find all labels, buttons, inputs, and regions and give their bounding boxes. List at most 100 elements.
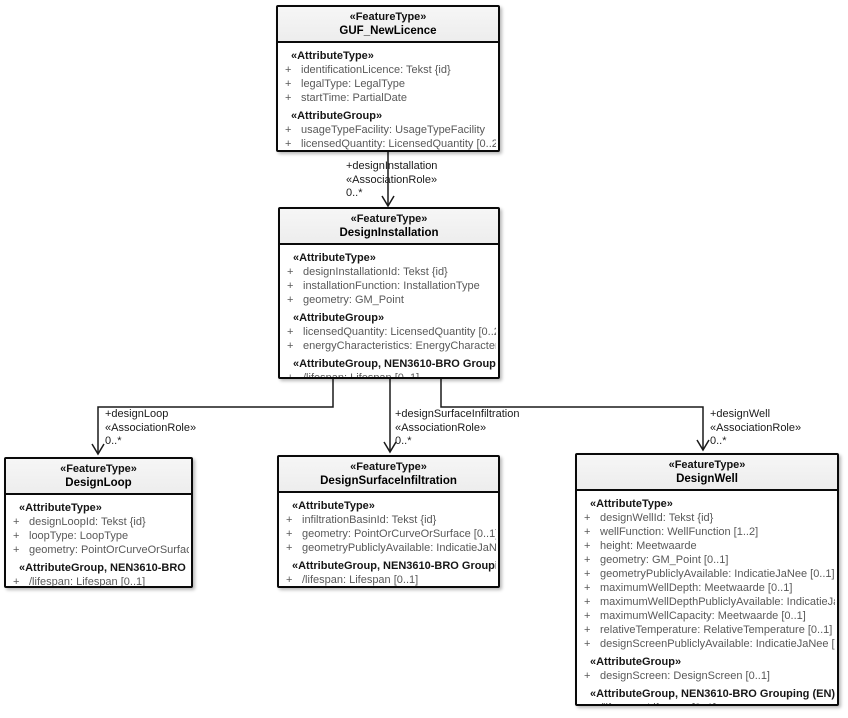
section-heading: «AttributeGroup, NEN3610-BRO Grouping (E… xyxy=(590,688,835,700)
class-name: DesignLoop xyxy=(65,477,132,489)
attribute-row[interactable]: + /lifespan: Lifespan [0..1] xyxy=(280,371,496,379)
attribute-text: geometryPubliclyAvailable: IndicatieJaNe… xyxy=(600,568,835,580)
attribute-row[interactable]: +geometry: GM_Point xyxy=(280,293,496,307)
connector-label-designinstallation[interactable]: +designInstallation «AssociationRole» 0.… xyxy=(346,160,437,201)
attribute-row[interactable]: +energyCharacteristics: EnergyCharacteri… xyxy=(280,339,496,353)
visibility-plus: + xyxy=(287,266,294,278)
attribute-row[interactable]: +designLoopId: Tekst {id} xyxy=(6,515,189,529)
class-stereotype: «FeatureType» xyxy=(60,463,137,475)
attribute-row[interactable]: + designWellId: Tekst {id} xyxy=(577,511,835,525)
class-header: «FeatureType» DesignSurfaceInfiltration xyxy=(279,457,498,493)
section-heading: «AttributeType» xyxy=(293,252,376,264)
visibility-plus: + xyxy=(287,280,294,292)
visibility-plus: + xyxy=(13,576,20,588)
attribute-text: legalType: LegalType xyxy=(301,78,405,90)
class-name: DesignInstallation xyxy=(339,227,439,239)
attribute-text: loopType: LoopType xyxy=(29,530,129,542)
attribute-text: installationFunction: InstallationType xyxy=(303,280,480,292)
attribute-text: designScreen: DesignScreen [0..1] xyxy=(600,670,770,682)
role-stereotype: «AssociationRole» xyxy=(105,421,197,434)
attribute-text: /lifespan: Lifespan [0..1] xyxy=(302,574,419,586)
role-stereotype: «AssociationRole» xyxy=(346,173,438,186)
attribute-row[interactable]: +identificationLicence: Tekst {id} xyxy=(278,63,496,77)
visibility-plus: + xyxy=(286,528,293,540)
class-design-installation[interactable]: «FeatureType» DesignInstallation «Attrib… xyxy=(278,207,500,379)
attribute-row[interactable]: + designScreen: DesignScreen [0..1] xyxy=(577,669,835,683)
attribute-text: designLoopId: Tekst {id} xyxy=(29,516,146,528)
connector-designwell-line[interactable] xyxy=(440,379,704,450)
attribute-row[interactable]: +/lifespan: Lifespan [0..1] xyxy=(6,575,189,588)
visibility-plus: + xyxy=(287,326,294,338)
class-name: DesignWell xyxy=(676,473,738,485)
visibility-plus: + xyxy=(287,340,294,352)
visibility-plus: + xyxy=(13,530,20,542)
visibility-plus: + xyxy=(584,568,591,580)
visibility-plus: + xyxy=(286,542,293,554)
connector-label-designloop[interactable]: +designLoop «AssociationRole» 0..* xyxy=(105,408,196,449)
attribute-row[interactable]: + geometryPubliclyAvailable: IndicatieJaN… xyxy=(577,567,835,581)
section-heading: «AttributeGroup» xyxy=(293,312,385,324)
attribute-text: /lifespan: Lifespan [0..1] xyxy=(303,372,420,379)
attribute-row[interactable]: +startTime: PartialDate xyxy=(278,91,496,105)
attribute-text: maximumWellCapacity: Meetwaarde [0..1] xyxy=(600,610,806,622)
section-heading: «AttributeType» xyxy=(291,50,374,62)
attribute-row[interactable]: +/lifespan: Lifespan [0..1] xyxy=(279,573,496,586)
section-heading: «AttributeGroup» xyxy=(291,110,383,122)
attribute-row[interactable]: +designScreenPubliclyAvailable: Indicati… xyxy=(577,637,835,651)
visibility-plus: + xyxy=(287,294,294,306)
attribute-text: usageTypeFacility: UsageTypeFacility xyxy=(301,124,486,136)
visibility-plus: + xyxy=(13,544,20,556)
section-heading: «AttributeType» xyxy=(590,498,673,510)
attribute-text: maximumWellDepth: Meetwaarde [0..1] xyxy=(600,582,793,594)
attribute-row[interactable]: +infiltrationBasinId: Tekst {id} xyxy=(279,513,496,527)
class-header: «FeatureType» GUF_NewLicence xyxy=(278,7,498,43)
visibility-plus: + xyxy=(287,372,294,379)
attribute-row[interactable]: +licensedQuantity: LicensedQuantity [0..… xyxy=(280,325,496,339)
attribute-text: maximumWellDepthPubliclyAvailable: Indic… xyxy=(600,596,835,608)
attribute-row[interactable]: +geometryPubliclyAvailable: IndicatieJaN… xyxy=(279,541,496,555)
class-design-loop[interactable]: «FeatureType» DesignLoop «AttributeType»… xyxy=(4,457,193,588)
class-design-surface-infiltration[interactable]: «FeatureType» DesignSurfaceInfiltration … xyxy=(277,455,500,588)
attribute-text: designScreenPubliclyAvailable: Indicatie… xyxy=(600,638,835,650)
attribute-row[interactable]: +height: Meetwaarde xyxy=(577,539,835,553)
class-stereotype: «FeatureType» xyxy=(350,213,428,225)
attribute-text: geometry: GM_Point [0..1] xyxy=(600,554,729,566)
attribute-row[interactable]: +wellFunction: WellFunction [1..2] xyxy=(577,525,835,539)
visibility-plus: + xyxy=(584,610,591,622)
connector-label-designwell[interactable]: +designWell «AssociationRole» 0..* xyxy=(710,408,801,449)
visibility-plus: + xyxy=(285,78,292,90)
class-stereotype: «FeatureType» xyxy=(668,459,746,471)
attribute-row[interactable]: + loopType: LoopType xyxy=(6,529,189,543)
attribute-row[interactable]: +geometry: GM_Point [0..1] xyxy=(577,553,835,567)
attribute-row[interactable]: + installationFunction: InstallationType xyxy=(280,279,496,293)
attribute-row[interactable]: +/lifespan: Lifespan [0..1] xyxy=(577,701,835,704)
attribute-row[interactable]: + maximumWellCapacity: Meetwaarde [0..1] xyxy=(577,609,835,623)
attribute-text: designWellId: Tekst {id} xyxy=(600,512,714,524)
visibility-plus: + xyxy=(584,670,591,682)
attribute-text: licensedQuantity: LicensedQuantity [0..2… xyxy=(301,138,496,150)
connector-designloop-line[interactable] xyxy=(97,379,334,454)
attribute-row[interactable]: + legalType: LegalType xyxy=(278,77,496,91)
arrowhead-designinstallation xyxy=(381,195,395,208)
attribute-row[interactable]: + licensedQuantity: LicensedQuantity [0..… xyxy=(278,137,496,150)
attribute-row[interactable]: +maximumWellDepthPubliclyAvailable: Indi… xyxy=(577,595,835,609)
visibility-plus: + xyxy=(285,138,292,150)
attribute-row[interactable]: +relativeTemperature: RelativeTemperatur… xyxy=(577,623,835,637)
connector-label-designsurfaceinfiltration[interactable]: +designSurfaceInfiltration «AssociationR… xyxy=(395,408,519,449)
class-design-well[interactable]: «FeatureType» DesignWell «AttributeType»… xyxy=(575,453,839,706)
class-attributes: «AttributeType» +designLoopId: Tekst {id… xyxy=(6,495,191,588)
arrowhead-designwell xyxy=(696,439,710,452)
multiplicity: 0..* xyxy=(105,435,122,447)
attribute-row[interactable]: +geometry: PointOrCurveOrSurface [0..1] xyxy=(6,543,189,557)
section-heading: «AttributeType» xyxy=(19,502,102,514)
attribute-row[interactable]: +designInstallationId: Tekst {id} xyxy=(280,265,496,279)
multiplicity: 0..* xyxy=(710,435,727,447)
class-guf-newlicence[interactable]: «FeatureType» GUF_NewLicence «AttributeT… xyxy=(276,5,500,152)
visibility-plus: + xyxy=(584,526,591,538)
visibility-plus: + xyxy=(584,512,591,524)
attribute-row[interactable]: +maximumWellDepth: Meetwaarde [0..1] xyxy=(577,581,835,595)
attribute-row[interactable]: +geometry: PointOrCurveOrSurface [0..1] xyxy=(279,527,496,541)
attribute-row[interactable]: +usageTypeFacility: UsageTypeFacility xyxy=(278,123,496,137)
visibility-plus: + xyxy=(584,624,591,636)
